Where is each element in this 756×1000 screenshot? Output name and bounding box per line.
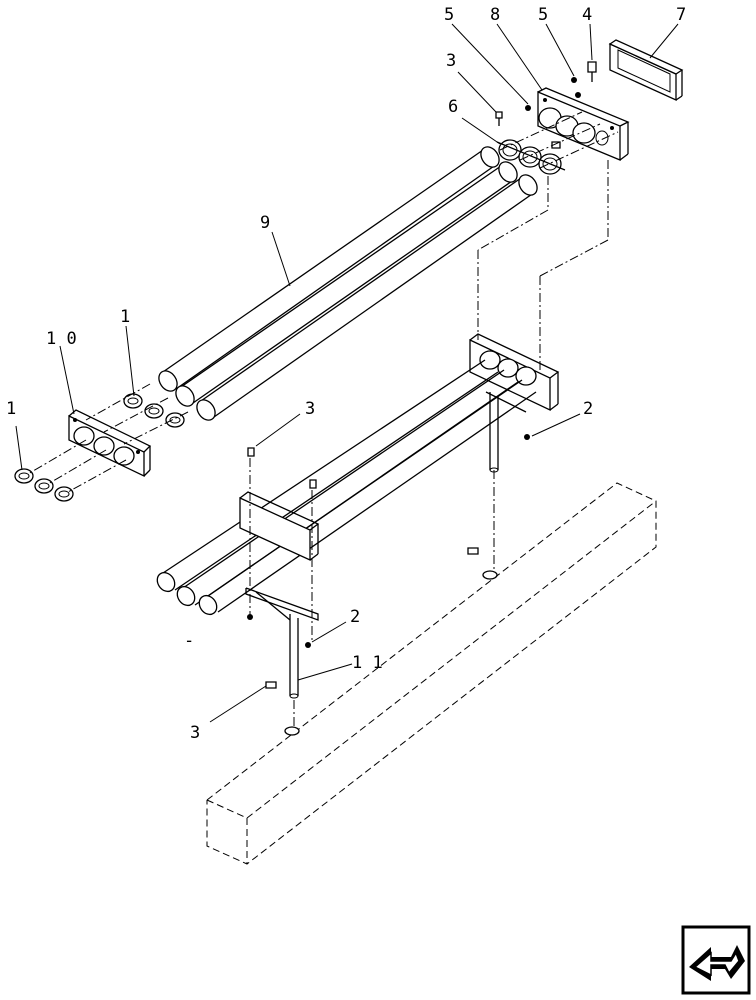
callout-2-nut-front: 2: [350, 607, 360, 627]
callout-9-tube: 9: [260, 213, 270, 233]
hose-clamp-set-right: [123, 393, 185, 428]
fastener-group-top: [495, 61, 597, 149]
callout-6-ring-clamp: 6: [448, 97, 458, 117]
hose-clamp-set-left: [14, 468, 74, 502]
callout-labels: 5 8 5 4 7 3 6 9 1 1 0 1 3 2 2 1 1 3: [6, 5, 686, 743]
callout-1-clamp-left: 1: [6, 399, 16, 419]
callout-3-screw-top: 3: [446, 51, 456, 71]
ring-clamp-set: [496, 139, 566, 175]
callout-8-bracket: 8: [490, 5, 500, 25]
callout-7-decal: 7: [676, 5, 686, 25]
callout-3-screw-bottom: 3: [190, 723, 200, 743]
support-beam-outline: [206, 482, 657, 865]
arrow-next-icon: [681, 925, 751, 995]
callout-10-plate: 1 0: [46, 329, 77, 349]
callout-1-clamp-right: 1: [120, 307, 130, 327]
next-page-button[interactable]: [681, 925, 751, 995]
callout-3-screw-mid: 3: [305, 399, 315, 419]
callout-2-nut-right: 2: [583, 399, 593, 419]
callout-11-assembly: 1 1: [352, 653, 383, 673]
callout-5-fastener-right: 5: [538, 5, 548, 25]
end-bracket-top: [537, 87, 630, 161]
tube-set-loose: [158, 146, 538, 421]
leader-lines: [15, 23, 679, 723]
callout-5-fastener: 5: [444, 5, 454, 25]
stray-mark: -: [184, 631, 194, 651]
callout-4-bolt: 4: [582, 5, 592, 25]
end-plate-left: [68, 409, 152, 478]
decal-plate: [608, 39, 684, 102]
assembly-centerlines: [27, 111, 619, 728]
mount-stud-set: [247, 434, 530, 736]
